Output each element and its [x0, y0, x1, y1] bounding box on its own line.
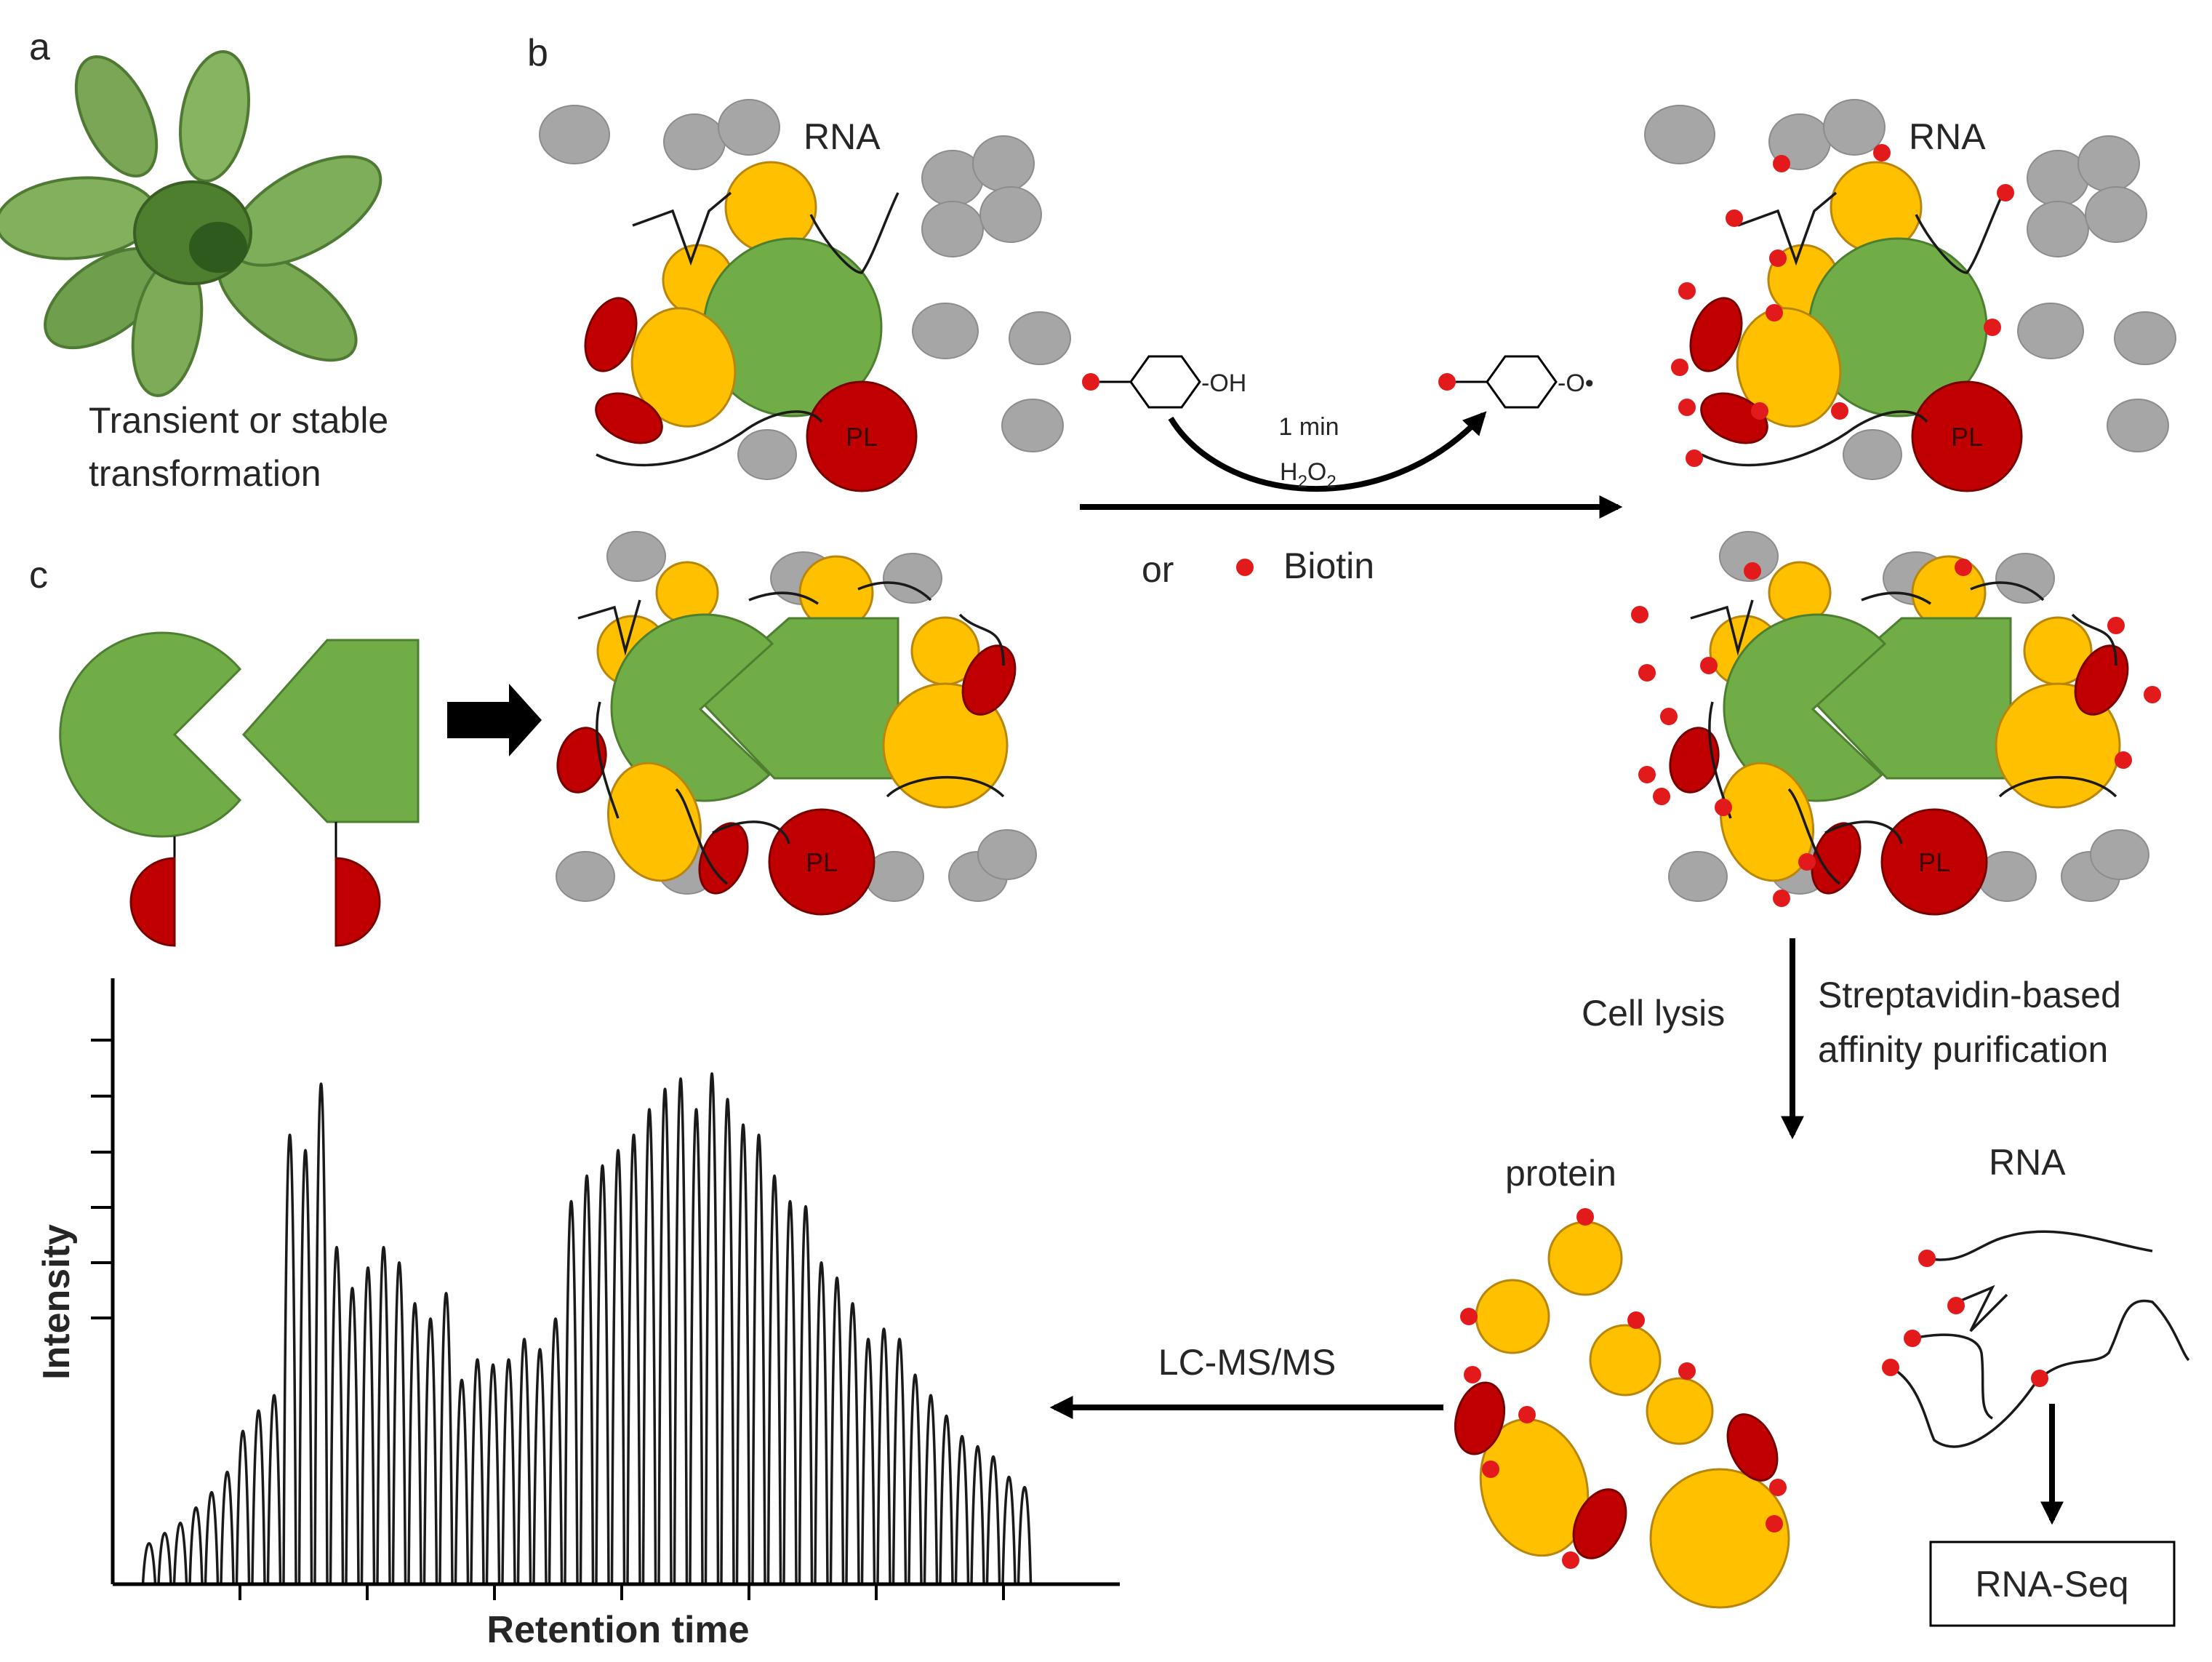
- biotin-label: Biotin: [1283, 546, 1374, 586]
- y-axis-ticks: [91, 1039, 113, 1319]
- chromatogram-plot: Retention time Intensity: [36, 978, 1120, 1651]
- purified-rna: [1882, 1230, 2190, 1448]
- streptavidin-label-line1: Streptavidin-based: [1818, 975, 2121, 1015]
- cell-lysis-label: Cell lysis: [1582, 993, 1725, 1034]
- panel-label-b: b: [527, 32, 548, 74]
- split-complex-unlabelled: PL: [549, 530, 1038, 916]
- transformation-caption-line2: transformation: [89, 453, 321, 494]
- y-axis-label: Intensity: [36, 1224, 78, 1380]
- panel-label-a: a: [29, 26, 50, 68]
- pl-enzyme-label-labelled: PL: [1951, 422, 1983, 452]
- plant-rosette-icon: [0, 50, 382, 397]
- split-pl-label-labelled: PL: [1918, 847, 1950, 877]
- biotin-dot-icon: [1236, 559, 1254, 576]
- streptavidin-label-line2: affinity purification: [1818, 1029, 2108, 1070]
- rna-label-after: RNA: [1909, 116, 1986, 157]
- phenoxyl-radical-label: -O•: [1558, 369, 1594, 397]
- rna-seq-box: [1929, 1541, 2176, 1627]
- rna-seq-label: RNA-Seq: [1975, 1564, 2128, 1605]
- split-pl-label: PL: [806, 847, 838, 877]
- protein-label: protein: [1505, 1153, 1616, 1194]
- or-label: or: [1142, 549, 1174, 590]
- reaction-curved-arrow: [1168, 411, 1487, 492]
- x-axis-ticks: [239, 1584, 1005, 1600]
- reaction-time: 1 min: [1278, 413, 1339, 441]
- hydroxyl-label: -OH: [1201, 369, 1246, 397]
- split-complex-labelled: PL: [1631, 530, 2161, 916]
- transformation-caption-line1: Transient or stable: [89, 400, 388, 441]
- x-axis-label: Retention time: [486, 1609, 749, 1651]
- rna-product-label: RNA: [1989, 1142, 2066, 1183]
- biotin-phenol-reactant-icon: [1082, 355, 1201, 409]
- pl-enzyme-label: PL: [846, 422, 878, 452]
- split-enzyme-halves-icon: [59, 631, 420, 947]
- protein-complex-labelled: PL: [1643, 98, 2177, 492]
- h2o2-label: H2O2: [1280, 458, 1337, 492]
- assembly-block-arrow: [447, 684, 542, 756]
- panel-label-c: c: [29, 554, 48, 596]
- chromatogram-trace: [141, 1072, 1033, 1585]
- biotin-phenoxyl-radical-icon: [1438, 355, 1558, 409]
- rna-label-before: RNA: [804, 116, 881, 157]
- purified-proteins: [1454, 1208, 1790, 1609]
- protein-complex-unlabelled: PL: [538, 98, 1072, 492]
- lcms-label: LC-MS/MS: [1158, 1342, 1336, 1383]
